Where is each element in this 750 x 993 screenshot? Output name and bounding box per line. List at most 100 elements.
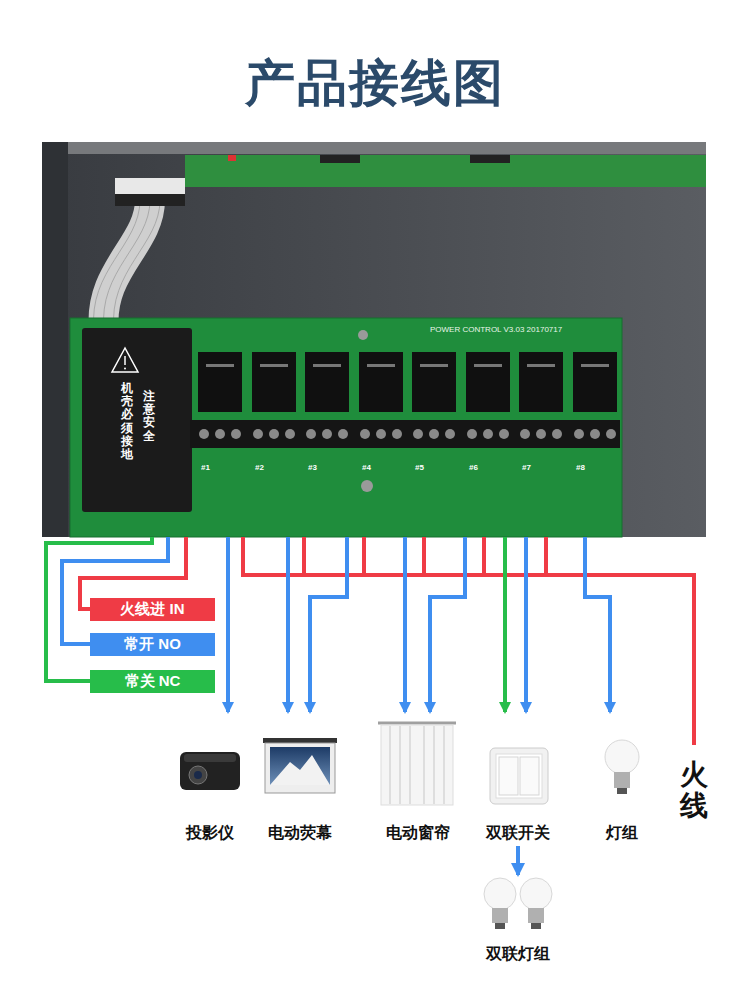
screw — [269, 429, 279, 439]
ribbon-line — [114, 200, 160, 330]
wire — [430, 537, 465, 712]
bulb-base — [614, 772, 630, 788]
board-label: #5 — [415, 463, 424, 472]
screw — [552, 429, 562, 439]
screw — [520, 429, 530, 439]
top-pcb — [185, 155, 706, 187]
wires — [46, 537, 694, 745]
connector — [228, 155, 236, 161]
board-label: #2 — [255, 463, 264, 472]
device-label: 电动窗帘 — [378, 823, 458, 843]
relay-print — [474, 364, 502, 367]
device-node: 双联灯组 — [480, 876, 556, 966]
screw — [285, 429, 295, 439]
relay — [466, 352, 510, 412]
screw — [483, 429, 493, 439]
device-label: 电动荧幕 — [262, 823, 338, 843]
projector-lens — [189, 766, 207, 784]
switch-rocker — [499, 757, 518, 795]
screw — [536, 429, 546, 439]
bulb-tip — [617, 788, 627, 794]
legend-text: 常关 NC — [125, 672, 181, 691]
screw — [429, 429, 439, 439]
screw — [445, 429, 455, 439]
screw — [199, 429, 209, 439]
relay-print — [206, 364, 234, 367]
relay — [305, 352, 349, 412]
screw — [574, 429, 584, 439]
housing — [42, 142, 706, 537]
connector — [470, 155, 510, 163]
bulb-icon — [484, 878, 516, 910]
relay-print — [260, 364, 288, 367]
board-label: #1 — [201, 463, 210, 472]
vertical-label: 机壳必须接地 — [121, 382, 133, 461]
board-label: #3 — [308, 463, 317, 472]
wire — [524, 537, 528, 712]
warning-mark — [124, 356, 126, 365]
relay — [198, 352, 242, 412]
device-label: 投影仪 — [175, 823, 245, 843]
board-label: #6 — [469, 463, 478, 472]
device-node: 灯组 — [602, 738, 642, 845]
relay-print — [581, 364, 609, 367]
switch-rocker — [520, 757, 539, 795]
relay-print — [313, 364, 341, 367]
board-label: #7 — [522, 463, 531, 472]
projector-top — [184, 754, 236, 762]
cable-connector — [115, 194, 185, 206]
projector-icon — [180, 752, 240, 790]
screw — [467, 429, 477, 439]
bulb-tip — [495, 923, 505, 929]
curtain-icon — [381, 725, 453, 805]
wire — [62, 537, 168, 644]
fold — [399, 726, 401, 804]
bulb-icon — [605, 740, 639, 774]
wire — [302, 537, 306, 575]
ribbon-cable — [104, 200, 150, 330]
relay — [519, 352, 563, 412]
terminal-block — [190, 420, 620, 448]
device-label: 双联灯组 — [480, 944, 556, 964]
vertical-label: 火线 — [680, 760, 708, 822]
connector-arrow — [516, 846, 520, 875]
wire — [226, 537, 230, 712]
relays — [198, 352, 617, 412]
device-label: 灯组 — [602, 823, 642, 843]
wire — [544, 537, 548, 575]
ribbon-line — [94, 200, 140, 330]
screw — [413, 429, 423, 439]
relay — [359, 352, 403, 412]
housing-edge — [42, 142, 706, 154]
screw — [590, 429, 600, 439]
legend-text: 火线进 IN — [120, 600, 184, 619]
screw — [392, 429, 402, 439]
screw — [606, 429, 616, 439]
warning-dot — [124, 368, 126, 370]
screw — [360, 429, 370, 439]
fold — [443, 726, 445, 804]
curtain-rod — [378, 722, 456, 725]
transformer-cover — [82, 328, 192, 512]
device-node: 双联开关 — [482, 746, 554, 845]
relay — [573, 352, 617, 412]
fold — [433, 726, 435, 804]
screw — [499, 429, 509, 439]
device-label: 双联开关 — [482, 823, 554, 843]
screw — [376, 429, 386, 439]
device-node: 电动荧幕 — [262, 738, 338, 845]
switch-plate — [496, 754, 542, 798]
screw — [231, 429, 241, 439]
projector-lens-glass — [194, 771, 202, 779]
wire — [585, 537, 610, 712]
ribbon-line — [104, 200, 150, 330]
curtain-folds — [390, 726, 444, 804]
warning-triangle — [112, 348, 138, 372]
screw — [215, 429, 225, 439]
switch-icon — [490, 748, 548, 804]
main-pcb — [70, 318, 622, 537]
cable-tie — [115, 178, 185, 196]
bulb-icon — [520, 878, 552, 910]
